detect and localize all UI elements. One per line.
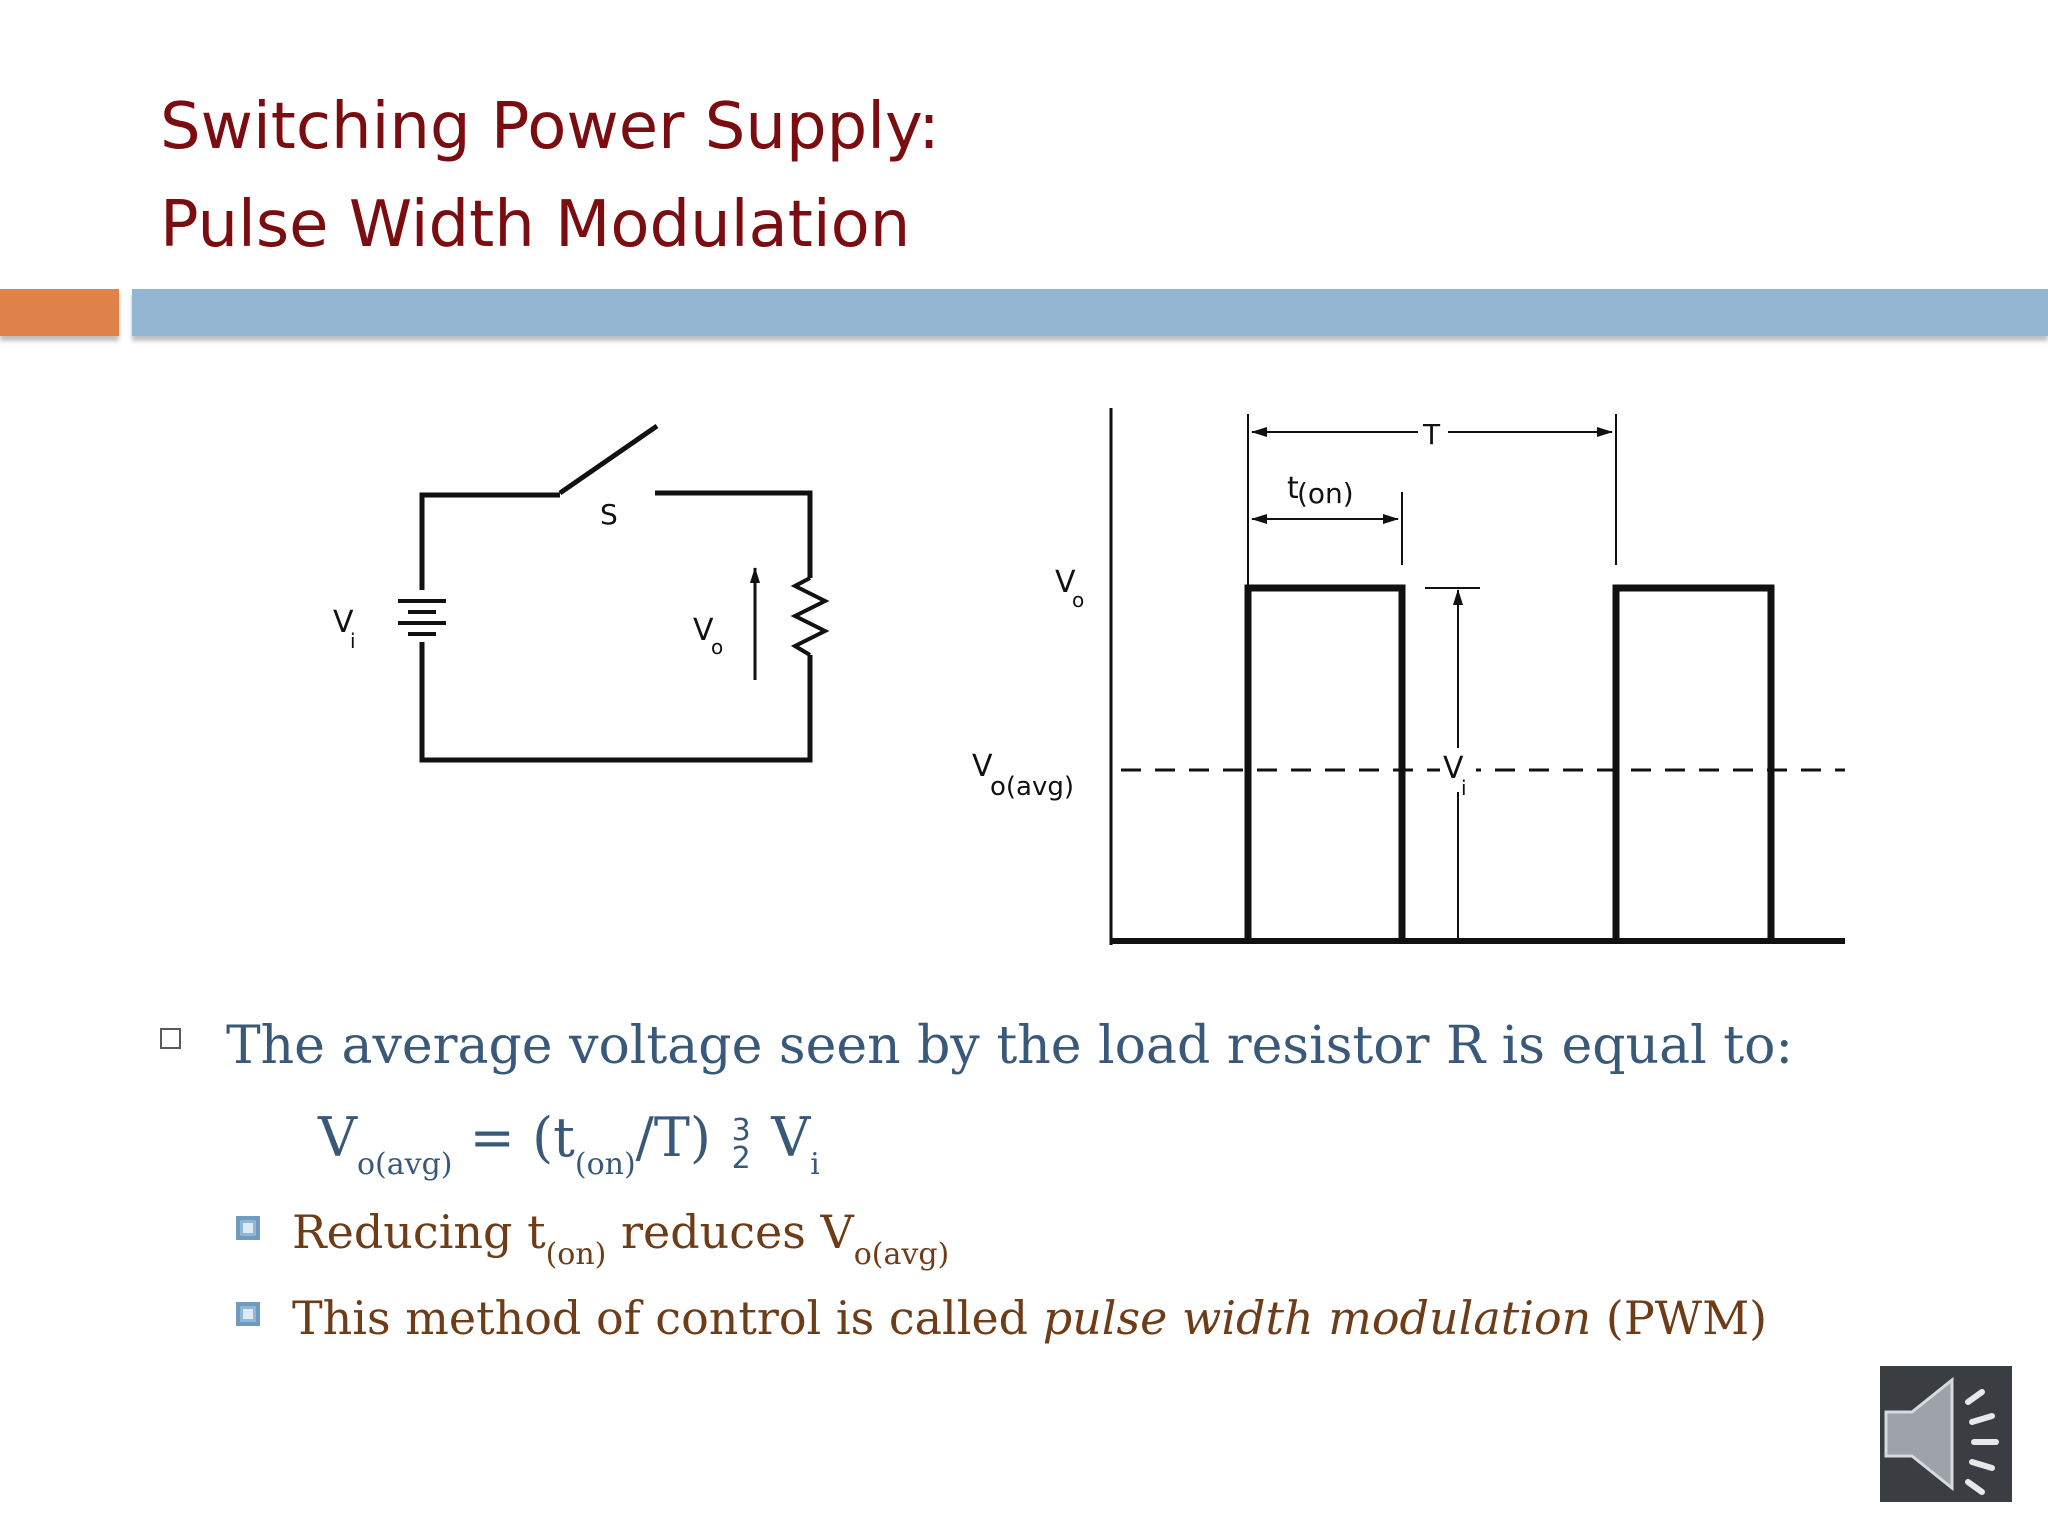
sub-bullet-text: This method of control is called pulse w… <box>292 1288 1767 1348</box>
vi-label: V <box>1443 751 1464 786</box>
title-line-1: Switching Power Supply: <box>160 90 940 164</box>
vo-high-sub: o <box>1072 588 1084 612</box>
wire-bottom <box>419 642 813 763</box>
sub2-emphasis: pulse width modulation <box>1042 1291 1592 1345</box>
vo-avg-label: V <box>972 749 993 784</box>
formula-rhs: V <box>754 1106 811 1169</box>
sub1-pre: Reducing t <box>292 1205 546 1259</box>
fraction-numerator: 3 <box>731 1113 751 1148</box>
switch-blade <box>558 423 659 496</box>
vi-sub: i <box>1461 776 1467 800</box>
title-line-2: Pulse Width Modulation <box>160 188 911 262</box>
slide-title: Switching Power Supply: Pulse Width Modu… <box>160 78 940 274</box>
on-time-label: t <box>1287 471 1299 506</box>
speaker-icon <box>1884 1376 1999 1495</box>
sub-bullet-marker <box>236 1216 260 1240</box>
audio-speaker-button[interactable] <box>1880 1366 2012 1502</box>
switch-label: S <box>600 498 618 531</box>
formula-over-t: /T) <box>635 1106 729 1169</box>
vo-avg-sub: o(avg) <box>990 772 1074 802</box>
formula-lhs: V <box>318 1106 357 1169</box>
bullet-text: The average voltage seen by the load res… <box>226 1016 1793 1076</box>
switch-circuit <box>398 423 830 763</box>
source-label: V <box>333 605 354 640</box>
pwm-waveform <box>1109 408 1845 945</box>
output-label: V <box>693 613 714 648</box>
load-resistor <box>790 576 830 657</box>
period-label: T <box>1422 418 1441 451</box>
sub1-pre-sub: (on) <box>545 1237 607 1272</box>
vo-high-label: V <box>1055 565 1076 600</box>
pulse-1 <box>1244 584 1406 941</box>
formula-rhs-sub: i <box>810 1147 820 1182</box>
bullet-marker <box>160 1028 181 1049</box>
formula-eq: = (t <box>452 1106 575 1169</box>
sub-bullet-marker <box>236 1302 260 1326</box>
output-sub: o <box>711 635 723 659</box>
sub1-mid: reduces V <box>606 1205 854 1259</box>
sub2-pre: This method of control is called <box>292 1291 1043 1345</box>
pulse-2 <box>1612 584 1775 941</box>
sub1-mid-sub: o(avg) <box>853 1237 950 1272</box>
wire-top-right <box>655 490 813 578</box>
wire-top-left <box>419 492 560 590</box>
on-time-sub: (on) <box>1297 477 1354 510</box>
formula-ton-sub: (on) <box>574 1147 636 1182</box>
formula-lhs-sub: o(avg) <box>357 1147 453 1182</box>
accent-bar-orange <box>0 289 119 336</box>
sub2-post: (PWM) <box>1591 1291 1768 1345</box>
sub-bullet-text: Reducing t(on) reduces Vo(avg) <box>292 1202 949 1285</box>
fraction-denominator: 2 <box>731 1141 751 1176</box>
vi-label-backdrop <box>1440 748 1476 792</box>
source-sub: i <box>350 629 356 653</box>
accent-bar-blue <box>132 289 2048 336</box>
